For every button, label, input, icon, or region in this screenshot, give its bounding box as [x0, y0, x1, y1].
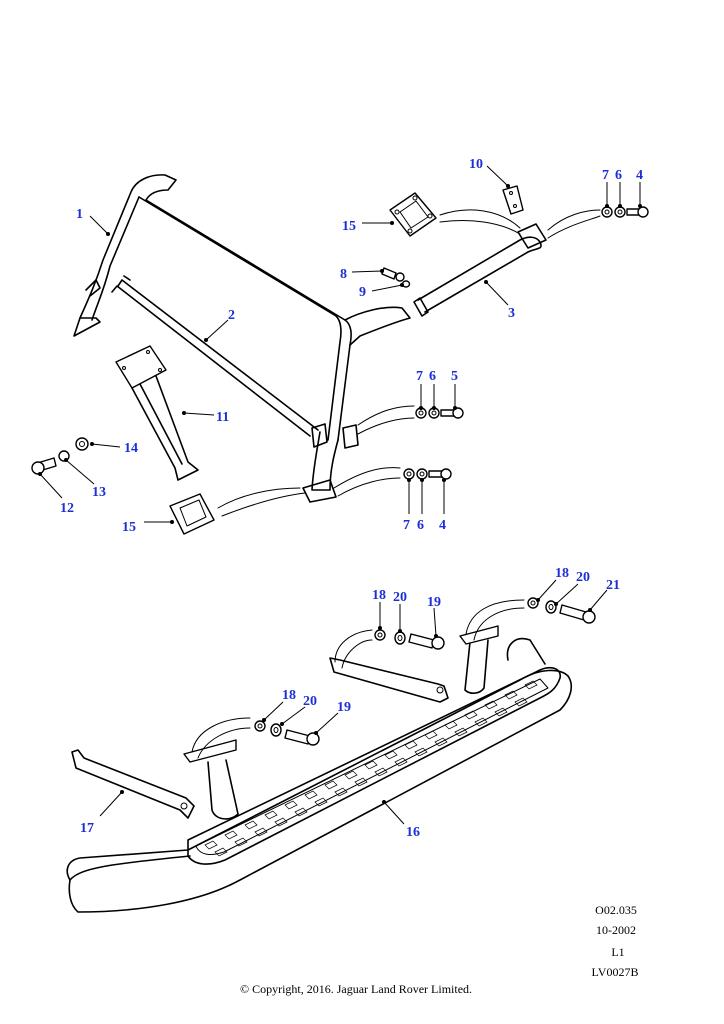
side-step	[66, 638, 572, 913]
callout-17: 17	[80, 821, 94, 836]
drawing-code: O02.035	[595, 903, 637, 917]
callout-20-left: 20	[303, 694, 317, 709]
callout-3: 3	[508, 306, 515, 321]
fastener-set-step-left	[191, 717, 320, 759]
drawing-meta: O02.035 10-2002 L1 LV0027B © Copyright, …	[240, 903, 638, 996]
callout-18-left: 18	[282, 688, 296, 703]
callout-20-mid: 20	[393, 590, 407, 605]
cross-tube	[413, 223, 547, 317]
callout-16: 16	[406, 825, 420, 840]
drawing-ref: LV0027B	[592, 965, 639, 979]
callout-4-lower: 4	[439, 518, 446, 533]
copyright: © Copyright, 2016. Jaguar Land Rover Lim…	[240, 982, 472, 996]
callout-7-lower: 7	[403, 518, 410, 533]
callout-6-lower: 6	[417, 518, 424, 533]
callout-15-top: 15	[342, 219, 356, 234]
leader-lines	[38, 165, 642, 825]
step-mount-bracket-front	[329, 625, 499, 703]
callout-19-left: 19	[337, 700, 351, 715]
callout-9: 9	[359, 285, 366, 300]
callout-5: 5	[451, 369, 458, 384]
fastener-set-8-9	[381, 267, 411, 288]
fastener-set-mid	[357, 405, 464, 435]
callout-2: 2	[228, 308, 235, 323]
callout-8: 8	[340, 267, 347, 282]
small-bracket	[502, 185, 524, 215]
callout-6-top: 6	[615, 168, 622, 183]
fastener-set-top	[547, 206, 649, 239]
fastener-set-step-right	[465, 597, 596, 641]
fastener-set-lower	[333, 467, 452, 497]
callout-20-right: 20	[576, 570, 590, 585]
callout-11: 11	[216, 410, 229, 425]
callout-21: 21	[606, 578, 620, 593]
callout-18-right: 18	[555, 566, 569, 581]
support-bracket	[115, 345, 199, 481]
callout-1: 1	[76, 207, 83, 222]
callout-4-top: 4	[636, 168, 643, 183]
callout-18-mid: 18	[372, 588, 386, 603]
mounting-plate-top	[389, 192, 521, 237]
tread-pattern	[204, 680, 538, 857]
drawing-date: 10-2002	[596, 923, 636, 937]
callout-15-lower: 15	[122, 520, 136, 535]
callout-12: 12	[60, 501, 74, 516]
callout-10: 10	[469, 157, 483, 172]
callout-19-mid: 19	[427, 595, 441, 610]
fastener-set-left	[31, 437, 89, 475]
drawing-level: L1	[611, 945, 624, 959]
a-frame-bar	[73, 174, 411, 503]
callout-7-top: 7	[602, 168, 609, 183]
callout-labels: 1 2 3 10 15 7 6 4 8 9 11 14 13 12 15 7 6…	[60, 157, 643, 840]
callout-6-mid: 6	[429, 369, 436, 384]
step-mount-bracket-rear	[71, 739, 237, 819]
callout-14: 14	[124, 441, 138, 456]
callout-7-mid: 7	[416, 369, 423, 384]
mounting-plate-lower	[169, 487, 306, 535]
callout-13: 13	[92, 485, 106, 500]
